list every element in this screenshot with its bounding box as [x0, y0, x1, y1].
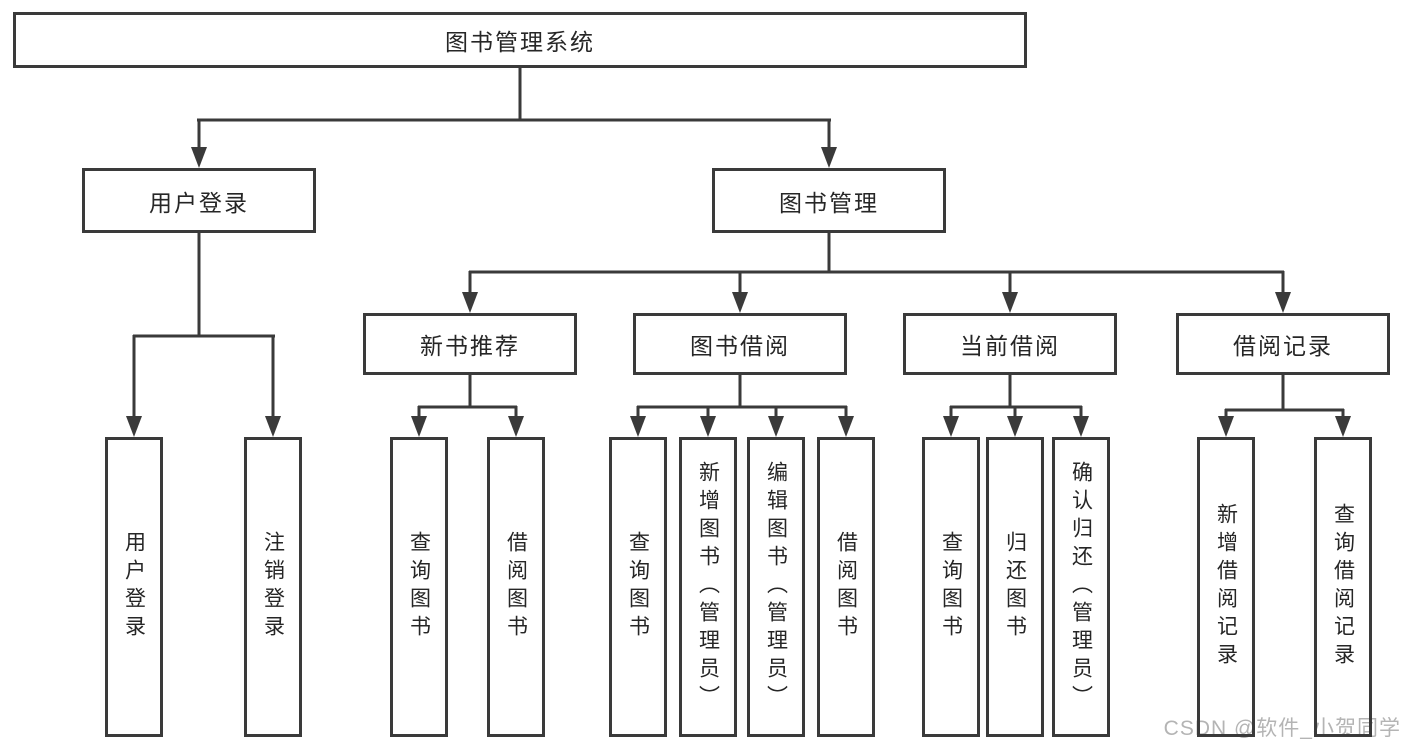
leaf-query-borrow-record: 查询借阅记录 — [1314, 437, 1372, 737]
node-label: 查询图书 — [407, 531, 431, 643]
node-label: 新增图书（管理员） — [696, 461, 720, 713]
leaf-borrow-books-1: 借阅图书 — [487, 437, 545, 737]
node-root-label: 图书管理系统 — [445, 29, 595, 55]
node-label: 新书推荐 — [420, 333, 520, 359]
csdn-watermark: CSDN @软件_小贺同学 — [1163, 717, 1401, 740]
node-current-borrowing: 当前借阅 — [903, 313, 1117, 375]
leaf-logout: 注销登录 — [244, 437, 302, 737]
leaf-return-books: 归还图书 — [986, 437, 1044, 737]
node-book-management: 图书管理 — [712, 168, 946, 233]
node-label: 当前借阅 — [960, 333, 1060, 359]
node-borrow-records: 借阅记录 — [1176, 313, 1390, 375]
node-root: 图书管理系统 — [13, 12, 1027, 68]
node-book-borrowing: 图书借阅 — [633, 313, 847, 375]
node-user-login-branch: 用户登录 — [82, 168, 316, 233]
leaf-query-books-3: 查询图书 — [922, 437, 980, 737]
node-label: 注销登录 — [261, 531, 285, 643]
node-label: 归还图书 — [1003, 531, 1027, 643]
node-label: 查询借阅记录 — [1331, 503, 1355, 671]
arrowheads — [126, 147, 1351, 437]
node-label: 图书借阅 — [690, 333, 790, 359]
node-label: 查询图书 — [626, 531, 650, 643]
node-label: 新增借阅记录 — [1214, 503, 1238, 671]
node-label: 用户登录 — [149, 189, 249, 216]
node-label: 查询图书 — [939, 531, 963, 643]
node-label: 确认归还（管理员） — [1069, 461, 1093, 713]
leaf-query-books-2: 查询图书 — [609, 437, 667, 737]
node-label: 借阅图书 — [834, 531, 858, 643]
node-label: 借阅图书 — [504, 531, 528, 643]
leaf-confirm-return-admin: 确认归还（管理员） — [1052, 437, 1110, 737]
node-label: 用户登录 — [122, 531, 146, 643]
leaf-add-books-admin: 新增图书（管理员） — [679, 437, 737, 737]
leaf-edit-books-admin: 编辑图书（管理员） — [747, 437, 805, 737]
node-label: 编辑图书（管理员） — [764, 461, 788, 713]
node-label: 图书管理 — [779, 189, 879, 216]
leaf-user-login: 用户登录 — [105, 437, 163, 737]
node-label: 借阅记录 — [1233, 333, 1333, 359]
leaf-add-borrow-record: 新增借阅记录 — [1197, 437, 1255, 737]
leaf-borrow-books-2: 借阅图书 — [817, 437, 875, 737]
node-new-book-recommend: 新书推荐 — [363, 313, 577, 375]
leaf-query-books-1: 查询图书 — [390, 437, 448, 737]
